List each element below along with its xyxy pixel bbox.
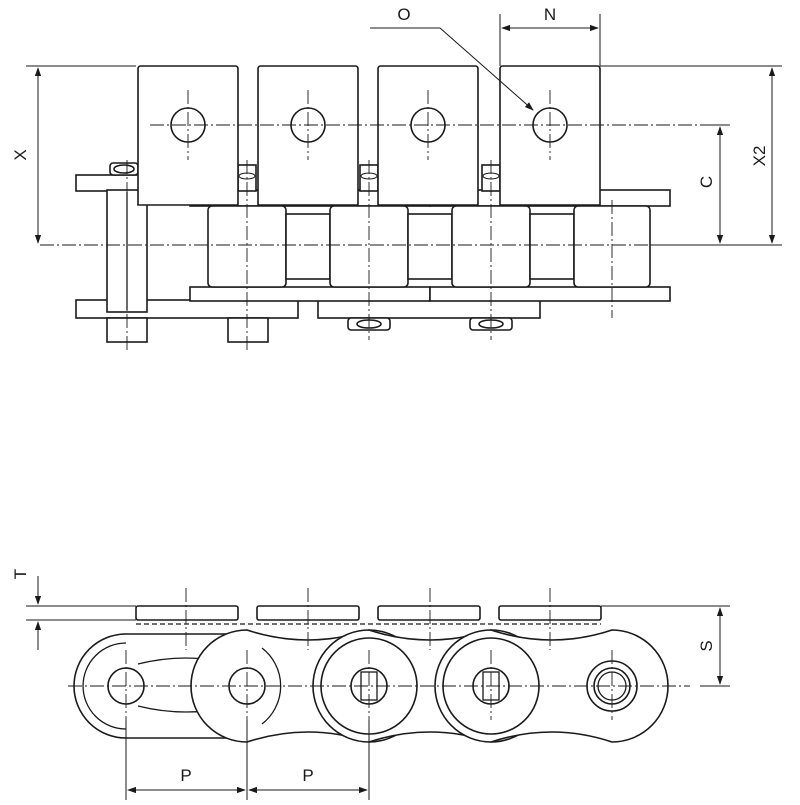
top-dimensions — [26, 14, 782, 246]
side-center-lines — [68, 588, 690, 720]
label-p-right: P — [302, 766, 313, 785]
side-dimensions — [26, 576, 730, 800]
label-p-left: P — [180, 766, 191, 785]
label-t: T — [11, 569, 30, 579]
side-view: T S P P — [11, 569, 730, 800]
label-o: O — [397, 5, 410, 24]
label-c: C — [697, 176, 716, 188]
label-x: X — [11, 149, 30, 160]
attachment-flats — [135, 605, 602, 625]
lower-side-plates — [75, 286, 671, 319]
label-x2: X2 — [750, 146, 769, 167]
top-view: O N X C X2 — [11, 5, 782, 352]
rollers — [207, 205, 651, 288]
label-s: S — [697, 640, 716, 651]
label-n: N — [544, 5, 556, 24]
top-center-lines — [40, 90, 700, 352]
